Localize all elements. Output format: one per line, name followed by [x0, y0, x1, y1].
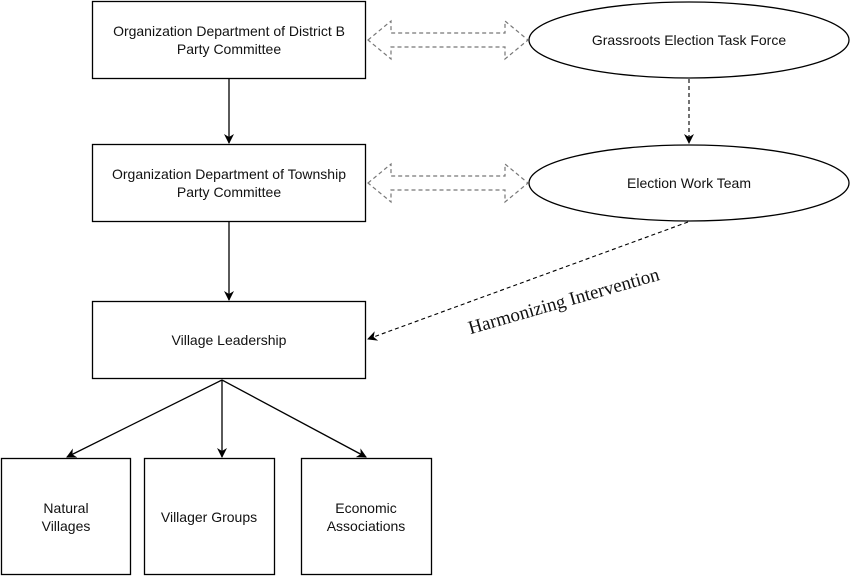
work-team-ellipse — [528, 144, 850, 222]
task-force-label: Grassroots Election Task Force — [591, 32, 787, 48]
double-arrow-township-workteam — [367, 162, 529, 204]
district-org-label: Organization Department of District B Pa… — [113, 23, 345, 57]
arrow-village-to-economic — [221, 379, 367, 458]
economic-associations-label: Economic Associations — [326, 499, 406, 534]
economic-associations-box — [300, 457, 433, 576]
natural-villages-box — [0, 457, 132, 576]
double-arrow-district-taskforce — [367, 19, 529, 61]
township-org-box — [91, 143, 367, 223]
villager-groups-label: Villager Groups — [160, 508, 258, 525]
natural-villages-label: Natural Villages — [41, 499, 91, 534]
arrow-harmonizing-intervention — [367, 221, 689, 341]
village-leadership-box — [91, 300, 367, 380]
work-team-label: Election Work Team — [627, 175, 751, 191]
township-org-label: Organization Department of Township Part… — [112, 166, 346, 200]
village-leadership-label: Village Leadership — [171, 332, 287, 348]
district-org-box — [91, 0, 367, 80]
arrow-village-to-natural — [66, 379, 223, 458]
task-force-ellipse — [528, 1, 850, 79]
villager-groups-box — [143, 457, 276, 576]
